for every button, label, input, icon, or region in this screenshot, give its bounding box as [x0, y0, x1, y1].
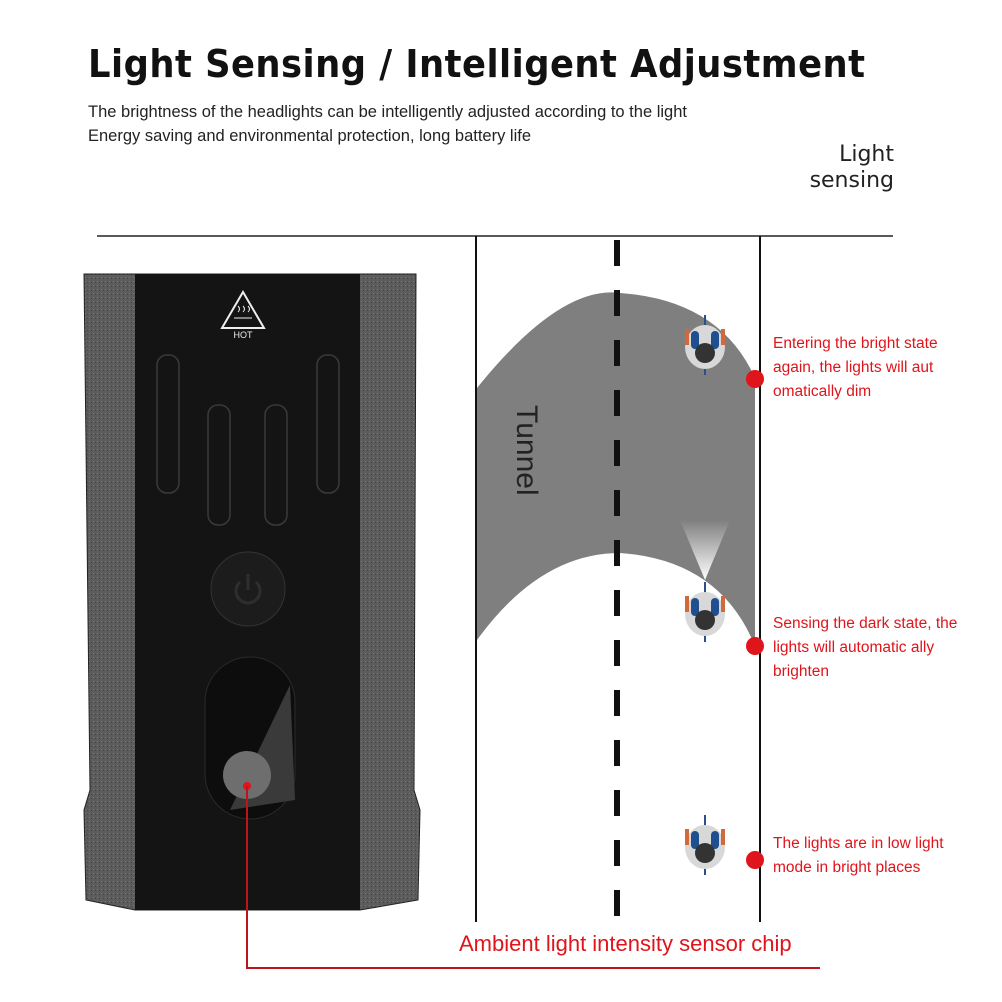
headlight-beam — [680, 520, 730, 580]
tunnel-area — [477, 292, 755, 646]
hot-warning-icon — [220, 290, 266, 329]
cyclist-icon — [685, 815, 725, 875]
sensor-chip — [223, 751, 271, 799]
marker-dot — [746, 851, 764, 869]
subtitle-line-2: Energy saving and environmental protecti… — [88, 127, 532, 145]
light-sensing-line-2: sensing — [809, 168, 894, 193]
note-dim: Entering the bright state again, the lig… — [773, 335, 938, 400]
sensor-pointer-line — [246, 786, 820, 969]
note-brighten: Sensing the dark state, the lights will … — [773, 615, 958, 680]
subtitle-line-1: The brightness of the headlights can be … — [88, 103, 687, 121]
sensor-chip-label: Ambient light intensity sensor chip — [459, 931, 792, 956]
cyclist-icon — [685, 315, 725, 375]
light-sensing-line-1: Light — [839, 142, 894, 167]
page-title: Light Sensing / Intelligent Adjustment — [88, 42, 866, 86]
tunnel-label: Tunnel — [510, 405, 543, 496]
marker-dot — [746, 637, 764, 655]
marker-dot — [746, 370, 764, 388]
cyclist-icon — [685, 582, 725, 642]
note-low-light: The lights are in low light mode in brig… — [773, 835, 944, 876]
headlight-product: HOT — [83, 273, 421, 911]
light-sensing-label: Light sensing — [810, 142, 894, 194]
hot-label: HOT — [234, 330, 254, 340]
